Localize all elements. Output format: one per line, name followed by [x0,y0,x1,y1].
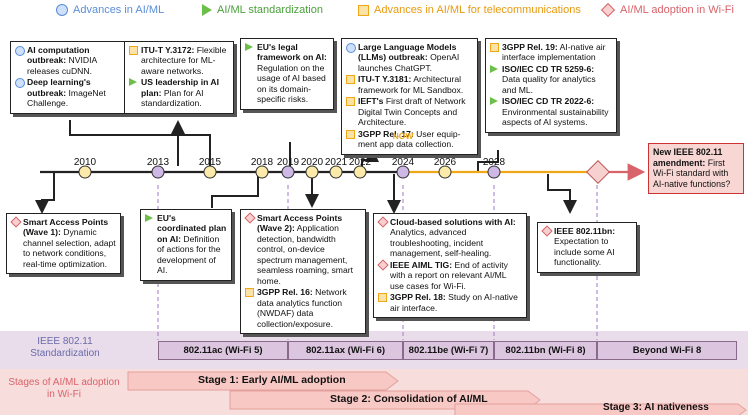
stage1-arrow [127,371,399,391]
year-2015: 2015 [198,157,222,168]
entry: 3GPP Rel. 16: Network data analytics fun… [245,287,361,329]
entry: ISO/IEC CD TR 5259-6: Data quality for a… [490,64,612,95]
orange-square-icon [346,129,355,139]
stage-1-label: Stage 1: Early AI/ML adoption [198,374,346,386]
entry: ISO/IEC CD TR 2022-6: Environmental sust… [490,96,612,127]
entry: Cloud-based solutions with AI: Analytics… [377,216,522,259]
year-2022: 2022 [348,157,372,168]
box-2026-top: 3GPP Rel. 19: AI-native air interface im… [485,38,617,133]
legend-label: AI/ML adoption in Wi-Fi [620,4,734,16]
red-diamond-icon [377,216,389,228]
year-2021: 2021 [324,157,348,168]
red-diamond-icon [600,2,616,18]
year-2028: 2028 [482,157,506,168]
legend-label: AI/ML standardization [217,4,323,16]
box-2019-top: EU's legal framework on AI: Regulation o… [240,38,334,110]
entry: ITU-T Y.3172: Flexible architecture for … [129,45,229,76]
red-diamond-icon [377,259,389,271]
orange-square-icon [358,4,369,16]
blue-circle-icon [15,46,25,56]
entry: Smart Access Points (Wave 2): Applicatio… [244,212,361,286]
future-box: New IEEE 802.11 amendment: First Wi-Fi s… [648,143,744,194]
legend-wifi: AI/ML adoption in Wi-Fi [600,2,734,18]
std-80211ac: 802.11ac (Wi-Fi 5) [158,341,288,360]
legend-label: Advances in AI/ML for telecommunications [374,4,581,16]
green-triangle-icon [202,4,212,16]
entry: 3GPP Rel. 19: AI-native air interface im… [490,42,612,63]
green-triangle-icon [145,214,153,222]
green-triangle-icon [490,64,498,73]
std-80211ax: 802.11ax (Wi-Fi 6) [288,341,403,360]
orange-square-icon [129,46,138,55]
legend-label: Advances in AI/ML [73,4,165,16]
entry: 3GPP Rel. 17: User equip-ment app data c… [346,129,473,150]
box-2018-bottom: EU's coordinated plan on AI: Definition … [140,209,232,281]
entry: EU's coordinated plan on AI: Definition … [145,213,227,276]
entry: Deep learning's outbreak: ImageNet Chall… [15,77,123,108]
year-2026: 2026 [433,157,457,168]
orange-square-icon [245,288,254,298]
stage3-arrow [454,403,747,415]
green-triangle-icon [245,43,253,51]
box-2020-bottom: Smart Access Points (Wave 2): Applicatio… [240,209,366,335]
std-80211be: 802.11be (Wi-Fi 7) [403,341,494,360]
std-beyond: Beyond Wi-Fi 8 [597,341,737,360]
future-title: New IEEE 802.11 amendment: [653,147,723,168]
standardization-label: IEEE 802.11 Standardization [30,336,100,359]
std-80211bn: 802.11bn (Wi-Fi 8) [494,341,597,360]
red-diamond-icon [10,216,22,228]
entry: AI computation outbreak: NVIDIA releases… [15,45,123,76]
entry: ITU-T Y.3181: Architectural framework fo… [346,74,473,95]
orange-square-icon [346,97,355,107]
legend-standardization: AI/ML standardization [202,4,323,16]
box-2010-bottom: Smart Access Points (Wave 1): Dynamic ch… [6,213,121,275]
now-label: NOW [392,131,414,141]
entry: IEEE AIML TIG: End of activity with a re… [377,259,522,291]
red-diamond-icon [541,225,553,237]
red-diamond-icon [244,212,256,224]
legend-ai-ml: Advances in AI/ML [56,4,164,16]
orange-square-icon [490,43,499,52]
blue-circle-icon [346,43,356,53]
green-triangle-icon [490,97,498,106]
entry: US leadership in AI plan: Plan for AI st… [129,77,229,108]
year-2019: 2019 [276,157,300,168]
year-2024: 2024 [391,157,415,168]
entry: Smart Access Points (Wave 1): Dynamic ch… [10,216,116,269]
green-triangle-icon [129,78,137,87]
entry: 3GPP Rel. 18: Study on AI-native air int… [378,292,522,313]
legend-telecom: Advances in AI/ML for telecommunications [358,4,581,16]
year-2013: 2013 [146,157,170,168]
year-2018: 2018 [250,157,274,168]
blue-circle-icon [56,4,68,16]
box-2010-top: AI computation outbreak: NVIDIA releases… [10,41,128,114]
year-2010: 2010 [73,157,97,168]
future-diamond [585,159,611,185]
stage-3-label: Stage 3: AI nativeness [603,402,709,413]
future-text: First Wi-Fi standard with AI-native func… [653,157,731,190]
year-2020: 2020 [300,157,324,168]
orange-square-icon [346,75,355,85]
entry: Large Language Models (LLMs) outbreak: O… [346,42,473,73]
entry: IEEE 802.11bn: Expectation to include so… [541,225,632,268]
year-markers [78,165,501,179]
box-2028-bottom: IEEE 802.11bn: Expectation to include so… [537,222,637,273]
box-2015-top: ITU-T Y.3172: Flexible architecture for … [124,41,234,114]
box-2022-top: Large Language Models (LLMs) outbreak: O… [341,38,478,155]
orange-square-icon [378,293,387,303]
stage-2-label: Stage 2: Consolidation of AI/ML [330,393,488,405]
blue-circle-icon [15,78,25,89]
entry: IEFT's First draft of Network Digital Tw… [346,96,473,127]
stages-label: Stages of AI/ML adoption in Wi-Fi [8,377,120,400]
box-2024-bottom: Cloud-based solutions with AI: Analytics… [373,213,527,319]
entry: EU's legal framework on AI: Regulation o… [245,42,329,105]
